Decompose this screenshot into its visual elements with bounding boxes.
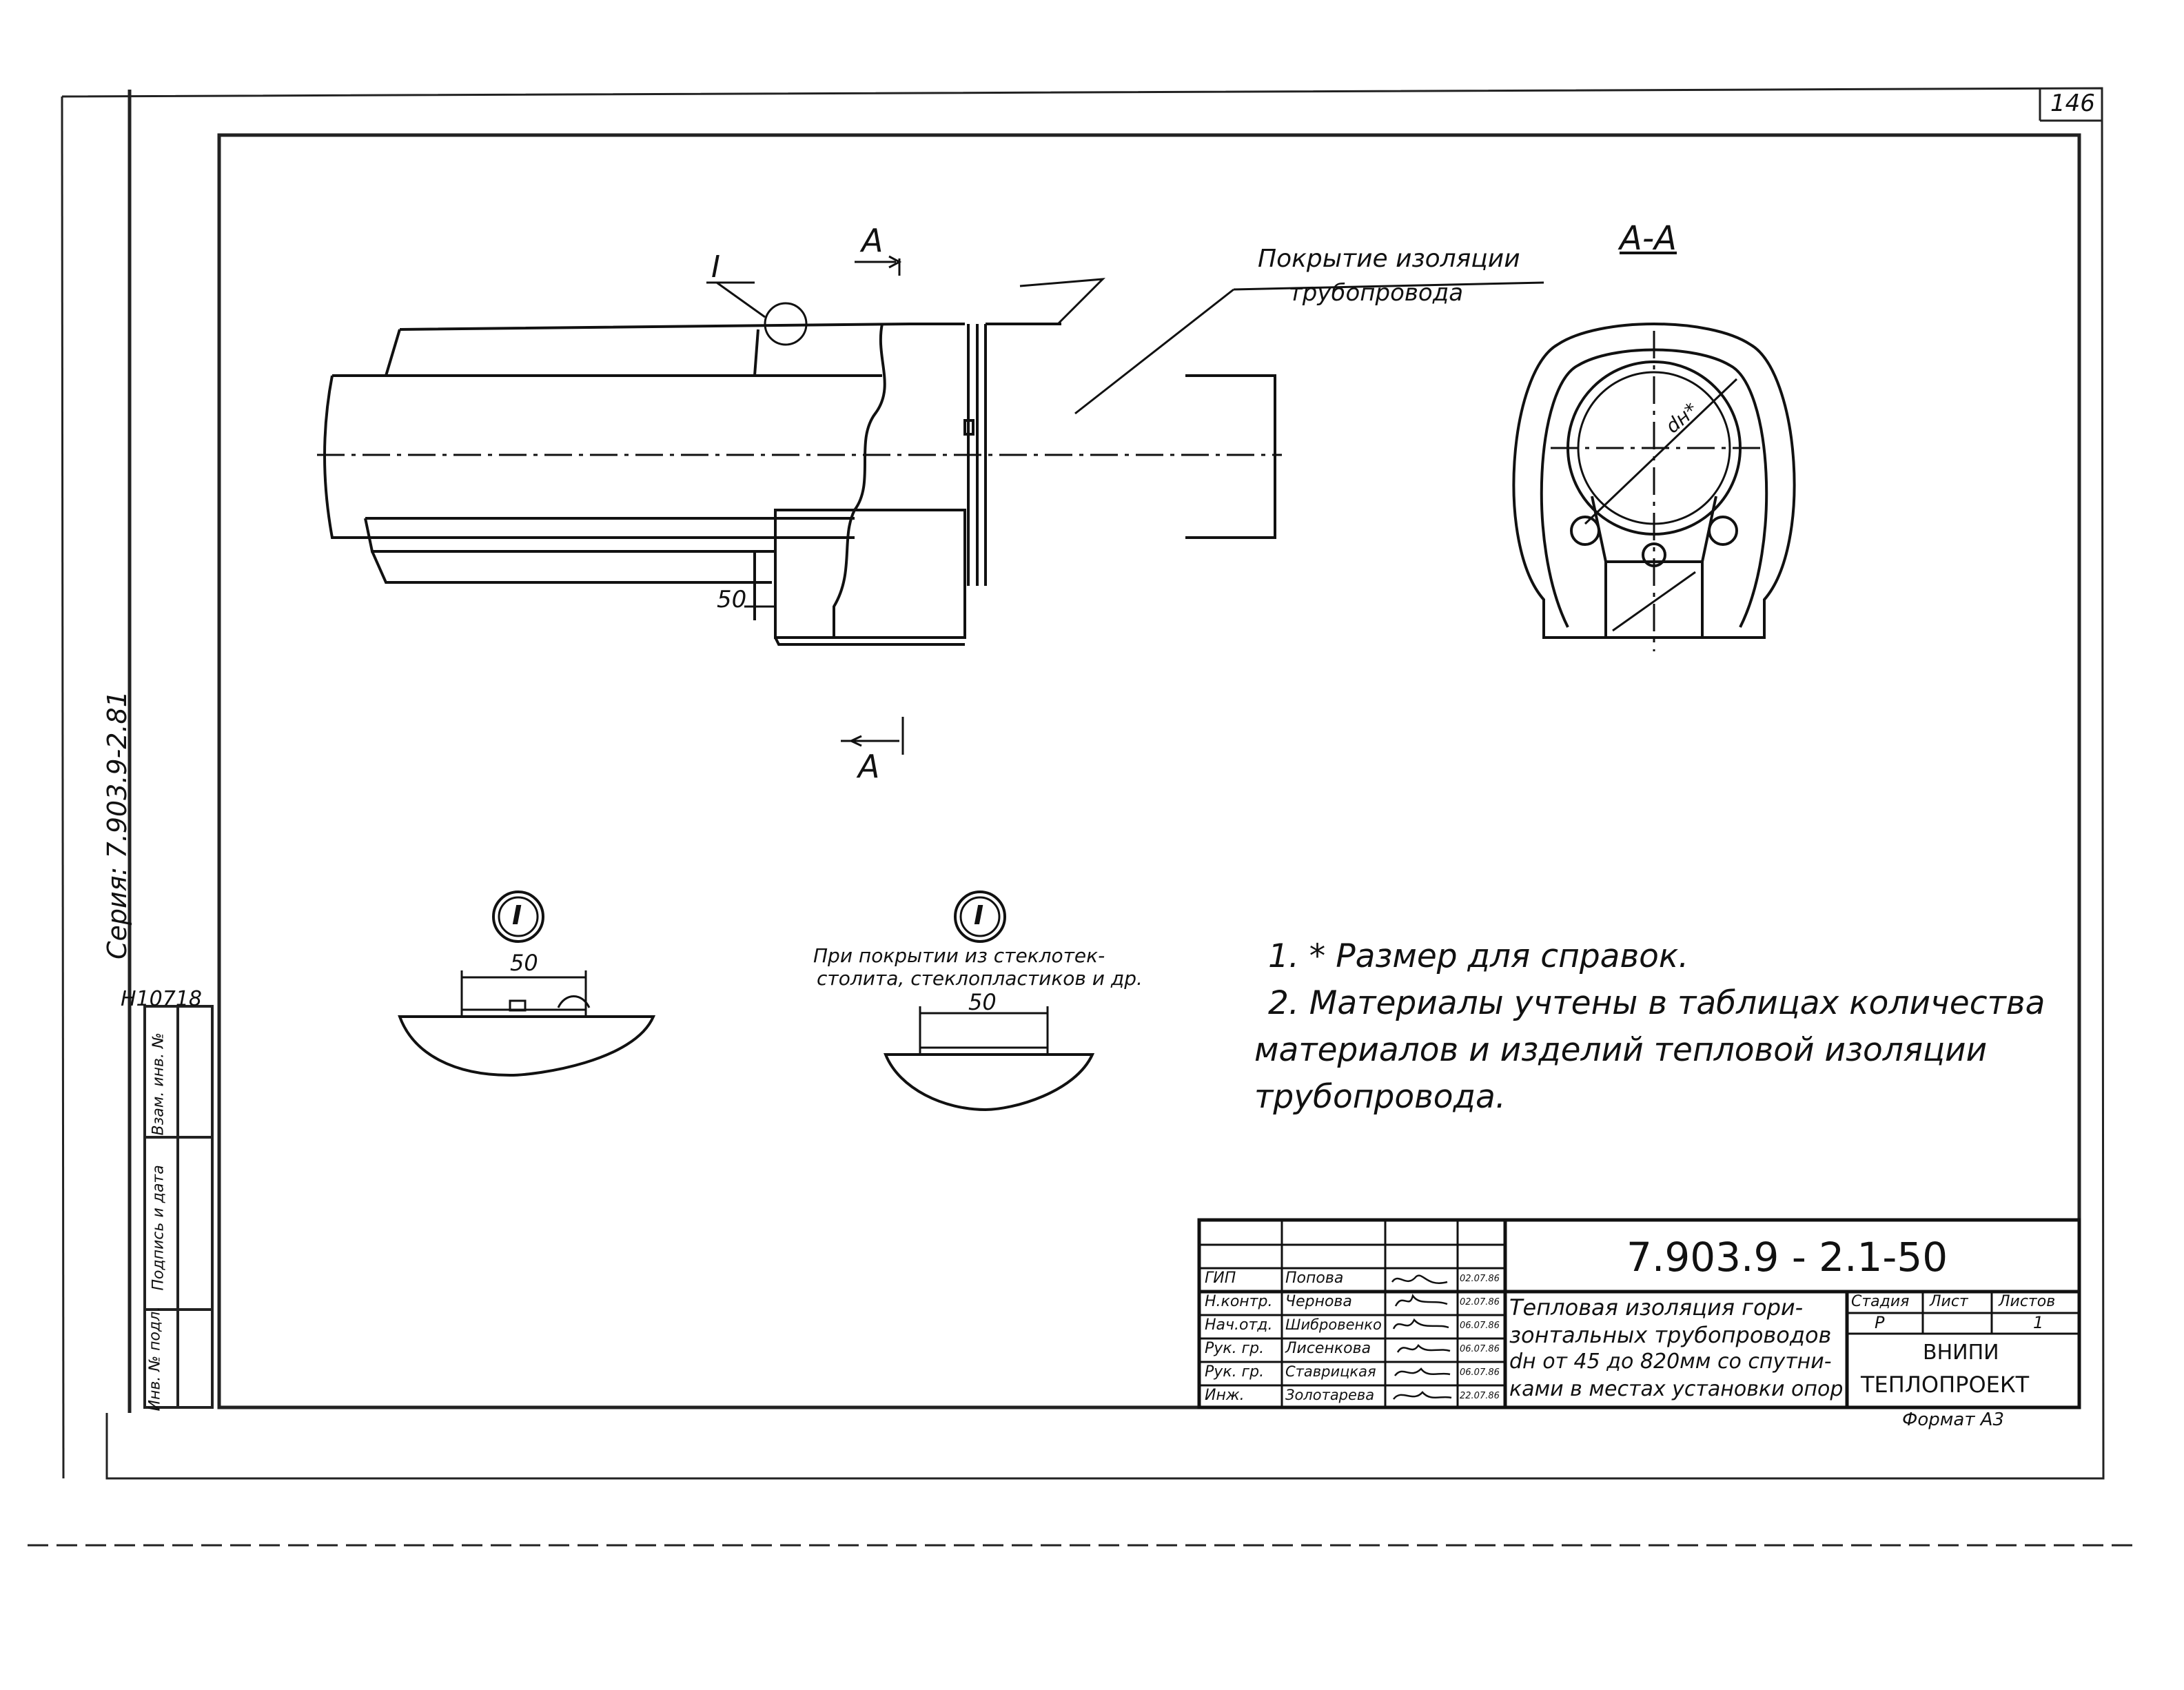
detail-left-dimension: 50 — [510, 950, 538, 976]
series-label: Серия: 7.903.9-2.81 — [102, 691, 132, 959]
person-date: 06.07.86 — [1460, 1321, 1500, 1331]
detail-right — [884, 890, 1095, 1112]
detail-right-caption-line2: столита, стеклопластиков и др. — [817, 967, 1143, 990]
person-date: 22.07.86 — [1460, 1391, 1500, 1401]
coating-label-line1: Покрытие изоляции — [1258, 245, 1520, 273]
note-2-cont: материалов и изделий тепловой изоляции — [1254, 1031, 1988, 1069]
sheet-number: 146 — [2050, 90, 2095, 117]
sheets-header: Листов — [1999, 1293, 2056, 1310]
detail-left — [398, 890, 656, 1077]
person-date: 02.07.86 — [1460, 1274, 1500, 1284]
person-role: Рук. гр. — [1205, 1340, 1265, 1357]
inventory-number: Н10718 — [121, 987, 202, 1011]
note-2: 2. Материалы учтены в таблицах количеств… — [1268, 984, 2045, 1022]
section-mark-bottom: А — [858, 748, 880, 785]
pipe-elevation — [317, 255, 1544, 755]
person-role: ГИП — [1205, 1270, 1236, 1287]
outer-frame — [28, 87, 2136, 1547]
section-label-a-a: А-А — [1620, 219, 1677, 258]
person-name: Чернова — [1285, 1293, 1352, 1310]
sheet-header: Лист — [1930, 1293, 1968, 1310]
person-date: 06.07.86 — [1460, 1367, 1500, 1378]
format-label: Формат А3 — [1902, 1409, 2005, 1430]
title-block-frame — [1197, 1218, 2081, 1409]
sheets-value: 1 — [2033, 1313, 2044, 1332]
stage-header: Стадия — [1851, 1293, 1910, 1310]
description-line1: Тепловая изоляция гори- — [1509, 1294, 1804, 1321]
person-name: Лисенкова — [1285, 1340, 1371, 1357]
description-line3: dн от 45 до 820мм со спутни- — [1509, 1350, 1832, 1374]
person-role: Н.контр. — [1205, 1293, 1273, 1310]
org-line1: ВНИПИ — [1923, 1341, 1999, 1365]
detail-mark-main: I — [711, 250, 720, 285]
person-name: Золотарева — [1285, 1387, 1375, 1403]
note-2-end: трубопровода. — [1254, 1078, 1506, 1116]
person-name: Попова — [1285, 1270, 1344, 1287]
person-date: 06.07.86 — [1460, 1344, 1500, 1354]
person-name: Шибровенко — [1285, 1316, 1382, 1333]
side-stamp-replace: Взам. инв. № — [150, 1032, 167, 1136]
section-mark-top: А — [861, 222, 884, 259]
stage-value: Р — [1875, 1313, 1885, 1332]
person-role: Инж. — [1205, 1387, 1245, 1404]
side-stamp-inv: Инв. № подл. — [146, 1306, 164, 1412]
note-1: 1. * Размер для справок. — [1268, 937, 1689, 975]
dimension-main: 50 — [717, 586, 747, 613]
detail-left-mark: I — [512, 900, 522, 930]
doc-code: 7.903.9 - 2.1-50 — [1626, 1234, 1948, 1281]
side-stamp-sign: Подпись и дата — [150, 1165, 167, 1291]
signatures — [1391, 1274, 1452, 1400]
side-stamp-frame — [143, 1005, 214, 1409]
person-date: 02.07.86 — [1460, 1297, 1500, 1307]
detail-right-mark: I — [974, 900, 984, 930]
detail-right-caption-line1: При покрытии из стеклотек- — [813, 944, 1105, 967]
coating-label-line2: трубопровода — [1289, 279, 1464, 307]
person-role: Рук. гр. — [1205, 1363, 1265, 1381]
person-name: Ставрицкая — [1285, 1363, 1376, 1380]
description-line2: зонтальных трубопроводов — [1509, 1322, 1832, 1348]
person-role: Нач.отд. — [1205, 1316, 1273, 1334]
description-line4: ками в местах установки опор — [1509, 1377, 1844, 1401]
detail-right-dimension: 50 — [968, 989, 997, 1015]
section-a-a — [1512, 323, 1796, 651]
org-line2: ТЕПЛОПРОЕКТ — [1861, 1372, 2030, 1398]
